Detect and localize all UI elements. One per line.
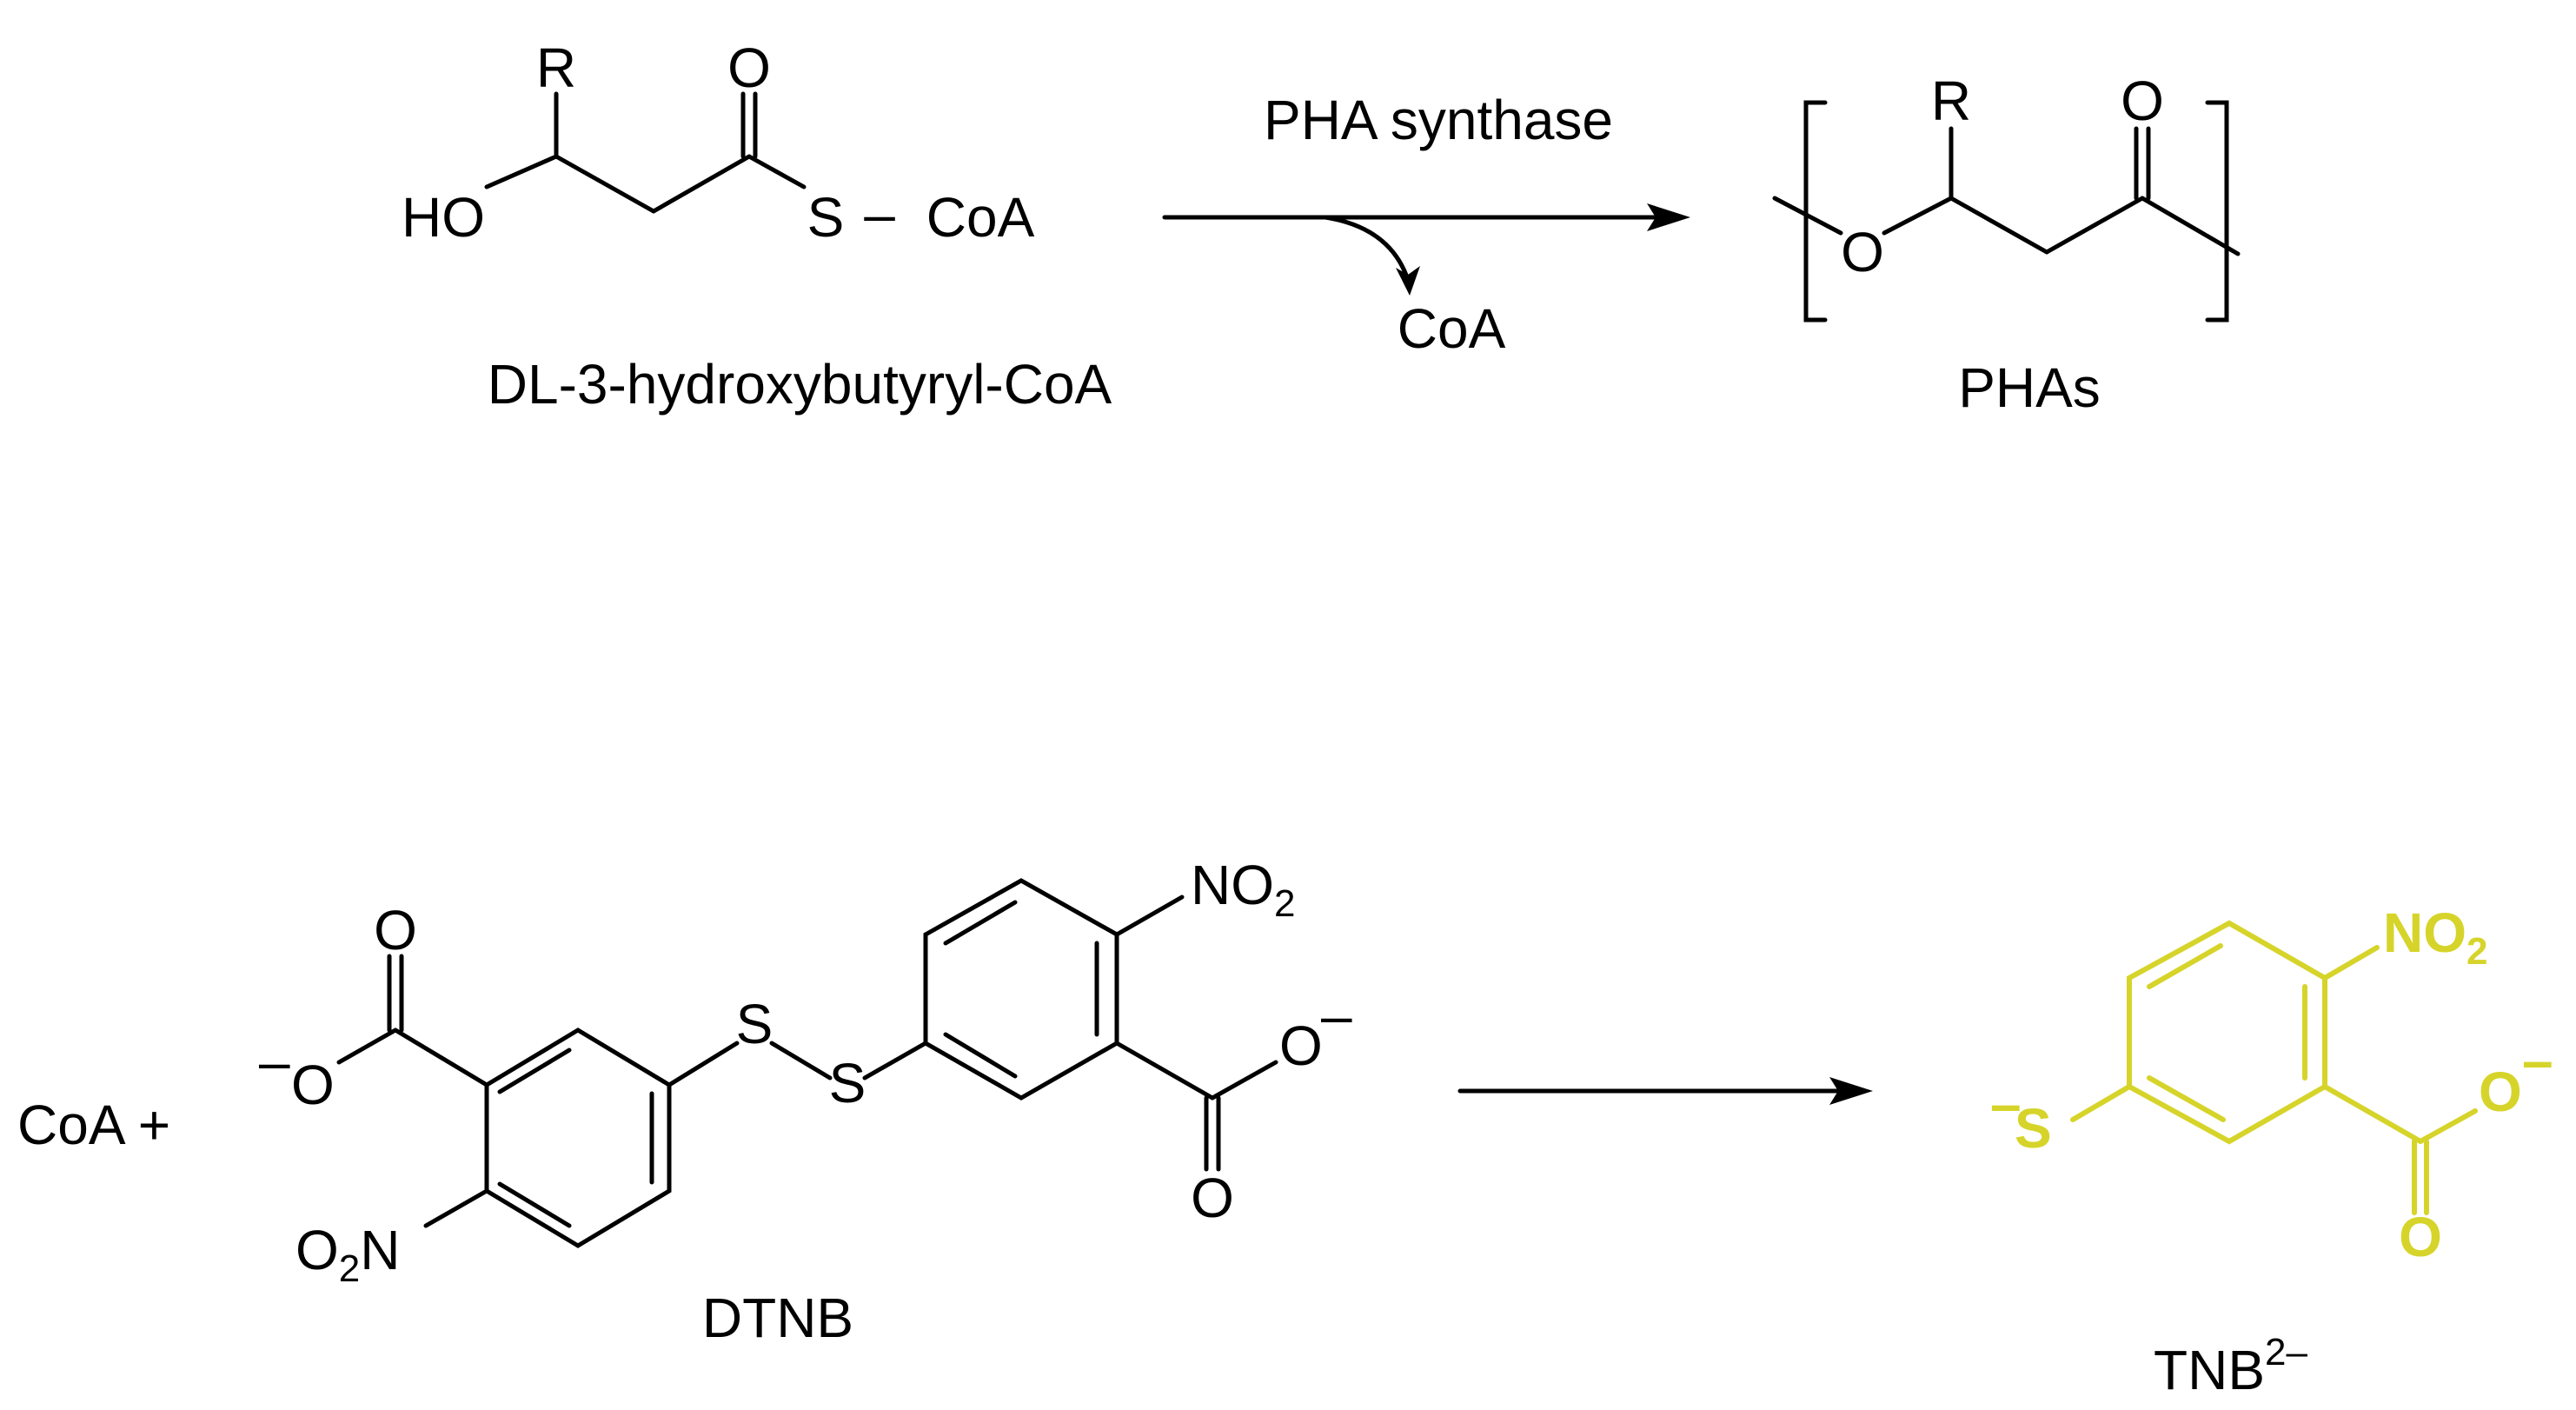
- no2-label: NO: [1191, 854, 1274, 916]
- no2-subscript: 2: [1274, 882, 1295, 925]
- enzyme-label: PHA synthase: [1264, 89, 1613, 151]
- tnb-no2-label: NO: [2383, 901, 2466, 964]
- bond-s2-ring: [862, 1041, 928, 1081]
- tnb-atom-s: S: [2015, 1097, 2052, 1160]
- coa-plus: CoA +: [17, 1094, 170, 1156]
- dtnb-bonds: [336, 878, 1278, 1248]
- atom-ho: HO: [402, 186, 485, 249]
- byproduct-coa: CoA: [1398, 297, 1506, 360]
- tnb-molecule: – S NO2 O – O TNB2–: [1990, 901, 2553, 1401]
- atom-r: R: [536, 37, 576, 99]
- bond-c3-c2: [554, 154, 656, 214]
- bond-s1-s2: [769, 1041, 833, 1081]
- bond-c2-c1: [2044, 196, 2145, 255]
- bond-o-c3: [484, 154, 559, 190]
- atom-r: R: [1931, 70, 1971, 132]
- o2n-subscript: 2: [339, 1247, 360, 1290]
- tnb-atom-no2: NO2: [2383, 901, 2487, 973]
- reaction1-product: R O O PHAs: [1772, 70, 2241, 419]
- right-ring-double-3: [943, 1032, 1018, 1079]
- atom-s2: S: [829, 1052, 866, 1114]
- atom-o-bottom: O: [1191, 1167, 1234, 1229]
- bond-c1-chain: [2140, 196, 2241, 256]
- bond-c-ominus-right: [1210, 1060, 1278, 1101]
- tnb-name: TNB2–: [2154, 1331, 2307, 1401]
- atom-o-minus-left: O: [291, 1054, 335, 1116]
- bond-ring-coo-right: [1114, 1041, 1215, 1101]
- dtnb-molecule: O – O O2N S S NO2 O – O DTNB: [259, 854, 1352, 1349]
- bond-dash: –: [864, 183, 895, 245]
- tnb-no2-subscript: 2: [2466, 930, 2487, 973]
- tnb-name-text: TNB: [2154, 1339, 2265, 1401]
- arrow2-head: [1829, 1077, 1873, 1105]
- tnb-ring-double-1: [2147, 943, 2223, 989]
- bond-c-ominus: [336, 1028, 398, 1065]
- o2n-o: O: [295, 1219, 339, 1281]
- left-ring-double-3: [497, 1048, 572, 1094]
- bracket-right: [2205, 100, 2229, 323]
- charge-right: –: [1321, 984, 1352, 1047]
- atom-o-minus-right: O: [1279, 1014, 1323, 1077]
- atom-o-ester: O: [1841, 221, 1884, 283]
- atom-s: S: [807, 186, 845, 249]
- bond-ring-no2: [423, 1188, 489, 1228]
- bond-ring-cooc: [393, 1028, 489, 1087]
- bond-o-c3: [1882, 196, 1954, 236]
- bond-c1-s: [747, 154, 807, 190]
- atom-no2-right: NO2: [1191, 854, 1295, 925]
- tnb-ring-double-3: [2147, 1075, 2226, 1122]
- bond-chain-o: [1772, 196, 1843, 236]
- bond-c2-c1: [651, 154, 752, 214]
- product1-bonds: [1772, 100, 2241, 323]
- byproduct-arrow-head: [1396, 266, 1420, 296]
- atom-o-carbonyl: O: [727, 37, 771, 99]
- left-ring: [484, 1028, 672, 1248]
- atom-o-top: O: [374, 899, 417, 961]
- bond-ring-coo: [2322, 1084, 2423, 1144]
- reactant1-bonds: [484, 91, 807, 214]
- bond-ring-s: [2070, 1084, 2132, 1122]
- dtnb-name: DTNB: [702, 1287, 853, 1349]
- left-ring-double-2: [497, 1181, 572, 1228]
- atom-o-carbonyl: O: [2121, 70, 2164, 132]
- byproduct-curved-arrow: [1323, 215, 1411, 283]
- product1-name: PHAs: [1958, 356, 2101, 419]
- reactant1-name: DL-3-hydroxybutyryl-CoA: [488, 353, 1112, 416]
- right-ring: [923, 878, 1119, 1101]
- bracket-left: [1803, 100, 1828, 323]
- tnb-charge: 2–: [2265, 1331, 2307, 1373]
- right-ring-double-1: [943, 900, 1018, 946]
- bond-c-ominus: [2418, 1108, 2478, 1144]
- reaction1-reactant: R O HO S – CoA DL-3-hydroxybutyryl-CoA: [402, 37, 1112, 416]
- tnb-atom-o-minus: O: [2479, 1061, 2522, 1123]
- tnb-s-charge: –: [1990, 1073, 2022, 1135]
- atom-coa: CoA: [926, 186, 1035, 249]
- bond-ring-no2-right: [1114, 895, 1185, 937]
- tnb-bonds: [2070, 920, 2478, 1215]
- bond-c3-c2: [1949, 196, 2049, 255]
- tnb-o-charge: –: [2522, 1029, 2553, 1092]
- bond-ring-no2: [2322, 945, 2380, 981]
- atom-o2n: O2N: [295, 1219, 400, 1290]
- bond-ring-s1: [667, 1041, 740, 1087]
- reaction2-arrow: [1457, 1077, 1873, 1105]
- o2n-n: N: [360, 1219, 400, 1281]
- tnb-ring: [2127, 920, 2327, 1145]
- atom-s1: S: [736, 993, 773, 1055]
- arrow1-head: [1647, 203, 1690, 231]
- charge-left: –: [259, 1030, 290, 1093]
- tnb-atom-o-bottom: O: [2399, 1206, 2442, 1268]
- reaction1-arrow: PHA synthase CoA: [1162, 89, 1690, 360]
